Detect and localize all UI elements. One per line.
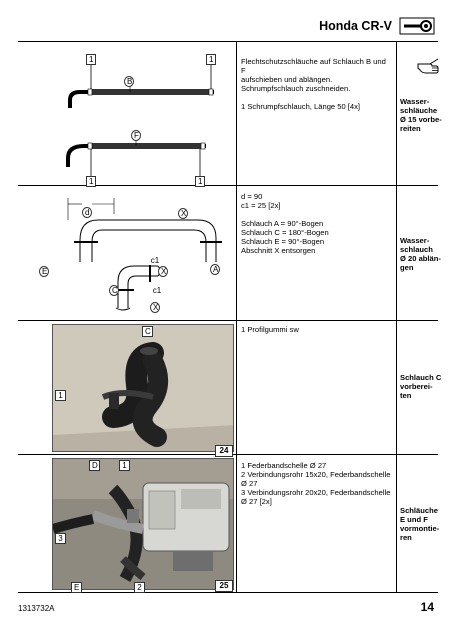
side-line: reiten: [400, 124, 421, 133]
section-divider: [18, 185, 438, 186]
text-line: Flechtschutzschläuche auf Schlauch B und…: [241, 57, 386, 75]
side-line: schläuche: [400, 106, 438, 115]
text-line: aufschieben und ablängen.: [241, 75, 333, 84]
callout-x: X: [178, 208, 188, 219]
instruction-text: Flechtschutzschläuche auf Schlauch B und…: [241, 57, 391, 111]
document-code: 1313732A: [18, 604, 55, 613]
photo-number: 25: [215, 580, 233, 592]
side-line: Wasser-: [400, 236, 430, 245]
text-line: Schrumpfschlauch zuschneiden.: [241, 84, 351, 93]
photo-heater-assembly: [52, 458, 234, 590]
wrench-icon: [399, 17, 435, 35]
instruction-text: 1 Profilgummi sw: [241, 325, 391, 334]
photo-number: 24: [215, 445, 233, 457]
header-rule: [18, 41, 438, 42]
callout-1: 1: [119, 460, 130, 471]
text-line: 1 Federbandschelle Ø 27: [241, 461, 327, 470]
callout-e: E: [39, 266, 49, 277]
callout-f: F: [131, 130, 141, 141]
side-line: Ø 20 ablän-: [400, 254, 441, 263]
callout-x: X: [158, 266, 168, 277]
callout-1: 1: [206, 54, 216, 65]
callout-d: D: [89, 460, 100, 471]
text-line: d = 90: [241, 192, 263, 201]
pointing-hand-icon: [417, 58, 439, 74]
section-divider: [18, 320, 438, 321]
side-line: Ø 15 vorbe-: [400, 115, 442, 124]
text-line: Ø 27 [2x]: [241, 497, 272, 506]
side-line: schlauch: [400, 245, 433, 254]
instruction-text: d = 90 c1 = 25 [2x] Schlauch A = 90°-Bog…: [241, 192, 391, 255]
callout-x: X: [150, 302, 160, 313]
photo-profile-rubber: [52, 324, 234, 452]
hose-drawing-b-f: [66, 58, 214, 176]
column-divider: [236, 42, 237, 592]
callout-1: 1: [195, 176, 205, 187]
text-line: c1 = 25 [2x]: [241, 201, 281, 210]
callout-d: d: [82, 207, 92, 218]
callout-e: E: [71, 582, 82, 593]
side-line: ten: [400, 391, 412, 400]
callout-1: 1: [86, 176, 96, 187]
side-line: ren: [400, 533, 412, 542]
callout-1: 1: [55, 390, 66, 401]
side-line: Schläuche: [400, 506, 438, 515]
text-line: 2 Verbindungsrohr 15x20, Federbandschell…: [241, 470, 391, 479]
text-line: 3 Verbindungsrohr 20x20, Federbandschell…: [241, 488, 391, 497]
page-number: 14: [420, 600, 434, 614]
page-title: Honda CR-V: [319, 19, 392, 33]
callout-c: C: [109, 285, 119, 296]
side-line: E und F: [400, 515, 428, 524]
side-line: vorberei-: [400, 382, 433, 391]
hose-bend-drawing: [67, 198, 222, 311]
callout-2: 2: [134, 582, 145, 593]
column-divider: [396, 42, 397, 592]
step-label: Wasser- schlauch Ø 20 ablän- gen: [400, 236, 446, 272]
text-line: Schlauch E = 90°-Bogen: [241, 237, 325, 246]
callout-a: A: [210, 264, 220, 275]
step-label: Schläuche E und F vormontie- ren: [400, 506, 446, 542]
instruction-text: 1 Federbandschelle Ø 27 2 Verbindungsroh…: [241, 461, 391, 506]
text-line: Schlauch C = 180°-Bogen: [241, 228, 329, 237]
step-label: Schlauch C vorberei- ten: [400, 373, 446, 400]
side-line: Wasser-: [400, 97, 430, 106]
text-line: Ø 27: [241, 479, 258, 488]
callout-c: C: [142, 326, 153, 337]
side-line: Schlauch C: [400, 373, 442, 382]
text-line: [241, 93, 391, 102]
text-line: 1 Schrumpfschlauch, Länge 50 [4x]: [241, 102, 361, 111]
text-line: Abschnitt X entsorgen: [241, 246, 316, 255]
step-label: Wasser- schläuche Ø 15 vorbe- reiten: [400, 97, 446, 133]
callout-c1: c1: [150, 286, 164, 295]
callout-3: 3: [55, 533, 66, 544]
side-line: gen: [400, 263, 414, 272]
side-line: vormontie-: [400, 524, 440, 533]
callout-c1: c1: [148, 256, 162, 265]
text-line: Schlauch A = 90°-Bogen: [241, 219, 324, 228]
callout-1: 1: [86, 54, 96, 65]
text-line: [241, 210, 391, 219]
text-line: 1 Profilgummi sw: [241, 325, 299, 334]
callout-b: B: [124, 76, 134, 87]
footer-rule: [18, 592, 438, 593]
